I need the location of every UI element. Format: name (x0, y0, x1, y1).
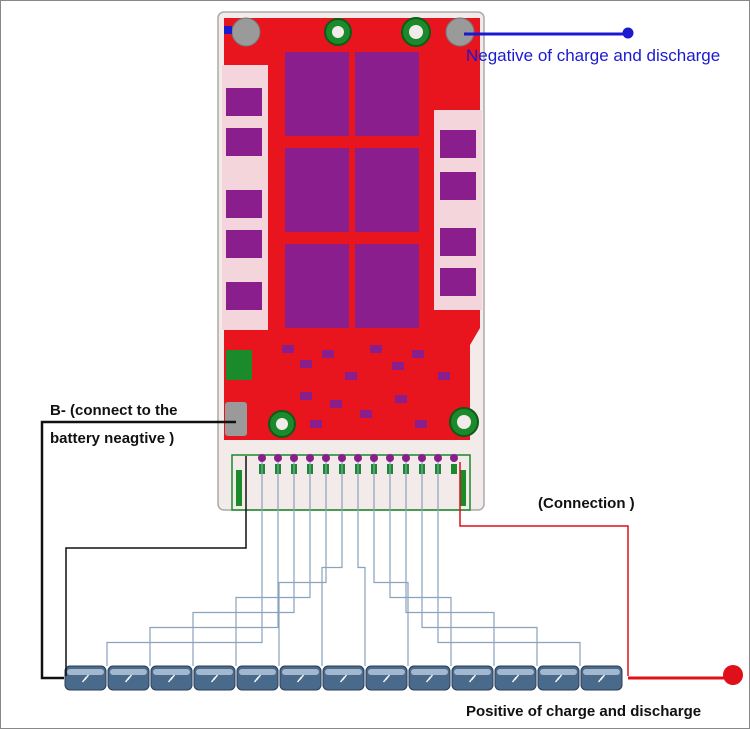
mount-hole (231, 17, 261, 47)
b-minus-pad (225, 402, 247, 436)
marker-square (224, 26, 232, 34)
mosfet-pad (285, 52, 349, 136)
balance-pin (402, 454, 410, 462)
battery-cell-symbol (382, 674, 391, 683)
balance-pin (274, 454, 282, 462)
battery-cell-row (64, 665, 623, 691)
battery-cell-highlight (325, 669, 362, 675)
positive-label: Positive of charge and discharge (466, 703, 702, 720)
smd-component (226, 190, 262, 218)
balance-wire (405, 462, 495, 666)
b-minus-label-line2: battery neagtive ) (50, 430, 175, 447)
b-minus-label-line1: B- (connect to the (50, 402, 178, 419)
smd-component (440, 172, 476, 200)
connection-wire (459, 462, 629, 676)
balance-wire (373, 462, 409, 666)
battery-cell-symbol (296, 674, 305, 683)
balance-pin (290, 454, 298, 462)
smd-component (440, 228, 476, 256)
balance-wire (421, 462, 538, 666)
battery-cell-symbol (468, 674, 477, 683)
negative-label: Negative of charge and discharge (466, 46, 721, 65)
balance-wire (321, 462, 343, 666)
battery-cell-highlight (153, 669, 190, 675)
balance-pin (354, 454, 362, 462)
battery-cell-symbol (167, 674, 176, 683)
battery-cell-highlight (497, 669, 534, 675)
smd-component (226, 282, 262, 310)
balance-wires (106, 462, 581, 666)
battery-cell-symbol (425, 674, 434, 683)
battery-cell-highlight (282, 669, 319, 675)
battery-cell-symbol (339, 674, 348, 683)
balance-wire (437, 462, 581, 666)
mosfet-pad (355, 244, 419, 328)
battery-cell-symbol (210, 674, 219, 683)
smd-component (226, 88, 262, 116)
connection-label: (Connection ) (538, 495, 635, 512)
pcb-board (217, 11, 485, 511)
balance-pin (386, 454, 394, 462)
smd-component (226, 128, 262, 156)
negative-terminal-dot (622, 27, 634, 39)
battery-cell-symbol (124, 674, 133, 683)
balance-pin (322, 454, 330, 462)
balance-wire (389, 462, 452, 666)
mosfet-pad (355, 52, 419, 136)
balance-wire (235, 462, 311, 666)
battery-cell-symbol (253, 674, 262, 683)
battery-cell-highlight (239, 669, 276, 675)
balance-connector-outline (231, 454, 471, 511)
mosfet-pad (285, 148, 349, 232)
balance-wire (357, 462, 366, 666)
battery-cell-highlight (411, 669, 448, 675)
balance-pin (418, 454, 426, 462)
balance-pin (338, 454, 346, 462)
balance-pin (450, 454, 458, 462)
balance-wire (149, 462, 279, 666)
battery-cell-highlight (67, 669, 104, 675)
battery-cell-symbol (597, 674, 606, 683)
b0-sense-wire (65, 456, 247, 676)
battery-cell-highlight (583, 669, 620, 675)
negative-terminal-pad (445, 17, 475, 47)
smd-component (440, 130, 476, 158)
balance-wire (106, 462, 263, 666)
balance-pin-lead (451, 464, 457, 474)
battery-cell-highlight (454, 669, 491, 675)
balance-pin (370, 454, 378, 462)
battery-cell-highlight (196, 669, 233, 675)
battery-cell-highlight (368, 669, 405, 675)
battery-cell-symbol (81, 674, 90, 683)
balance-wire (192, 462, 295, 666)
battery-cell-highlight (110, 669, 147, 675)
balance-pin (434, 454, 442, 462)
smd-component (440, 268, 476, 296)
balance-wire (278, 462, 327, 666)
balance-pin (258, 454, 266, 462)
positive-terminal-dot (723, 665, 743, 685)
battery-cell-highlight (540, 669, 577, 675)
battery-cell-symbol (511, 674, 520, 683)
mosfet-pad (355, 148, 419, 232)
battery-cell-symbol (554, 674, 563, 683)
battery-negative-wire (40, 420, 236, 680)
smd-component (226, 230, 262, 258)
balance-pin (306, 454, 314, 462)
green-component (226, 350, 252, 380)
mosfet-pad (285, 244, 349, 328)
